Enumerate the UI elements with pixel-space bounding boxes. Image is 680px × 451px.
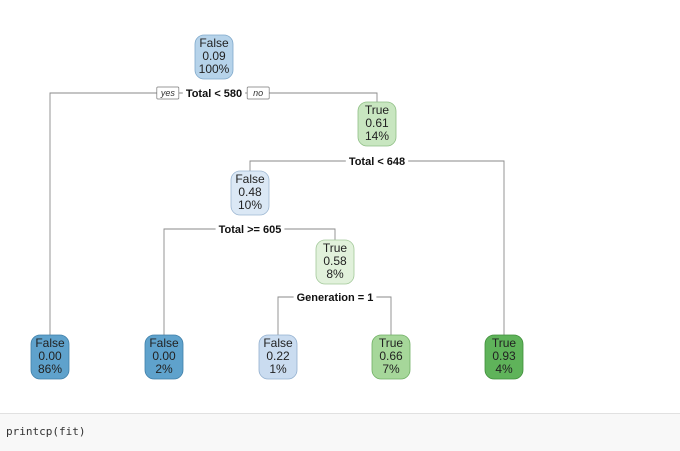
- split-label-bg: [293, 290, 377, 304]
- node-percent: 2%: [155, 362, 173, 376]
- node-percent: 8%: [326, 267, 344, 281]
- node-class-label: True: [492, 336, 517, 350]
- node-box: [315, 239, 355, 285]
- node-percent: 10%: [238, 198, 262, 212]
- no-label-box: [246, 86, 270, 100]
- node-class-label: True: [323, 241, 348, 255]
- node-probability: 0.00: [152, 349, 176, 363]
- edge-s_left2: [163, 228, 336, 335]
- node-probability: 0.66: [379, 349, 403, 363]
- node-percent: 100%: [199, 62, 230, 76]
- yes-label: yes: [160, 88, 176, 98]
- split-label-s_right1: Total < 648: [349, 156, 405, 168]
- yes-label-box: [156, 86, 180, 100]
- node-class-label: True: [365, 103, 390, 117]
- node-box: [194, 34, 234, 80]
- node-class-label: False: [235, 172, 265, 186]
- node-box: [30, 334, 70, 380]
- node-box: [484, 334, 524, 380]
- node-percent: 14%: [365, 129, 389, 143]
- tree-nodes: False0.09100%True0.6114%False0.4810%True…: [30, 34, 524, 380]
- node-percent: 86%: [38, 362, 62, 376]
- node-class-label: True: [379, 336, 404, 350]
- edge-s_right1: [249, 160, 505, 335]
- node-probability: 0.93: [492, 349, 516, 363]
- node-class-label: False: [199, 36, 229, 50]
- tree-edges: [49, 92, 505, 335]
- split-label-s_right3: Generation = 1: [297, 292, 374, 304]
- node-probability: 0.22: [266, 349, 290, 363]
- node-box: [258, 334, 298, 380]
- split-label-bg: [182, 86, 246, 100]
- code-cell[interactable]: printcp(fit): [0, 413, 680, 451]
- node-probability: 0.09: [202, 49, 226, 63]
- split-label-s_root: Total < 580: [186, 88, 242, 100]
- node-percent: 1%: [269, 362, 287, 376]
- no-label: no: [253, 88, 263, 98]
- split-label-s_left2: Total >= 605: [219, 224, 282, 236]
- node-probability: 0.58: [323, 254, 347, 268]
- node-percent: 7%: [382, 362, 400, 376]
- code-text: printcp(fit): [6, 425, 86, 438]
- split-label-bg: [215, 222, 285, 236]
- node-class-label: False: [35, 336, 65, 350]
- node-box: [144, 334, 184, 380]
- node-probability: 0.00: [38, 349, 62, 363]
- node-probability: 0.48: [238, 185, 262, 199]
- node-probability: 0.61: [365, 116, 389, 130]
- node-class-label: False: [263, 336, 293, 350]
- split-label-bg: [345, 154, 409, 168]
- node-percent: 4%: [495, 362, 513, 376]
- node-box: [371, 334, 411, 380]
- node-box: [357, 101, 397, 147]
- node-box: [230, 170, 270, 216]
- node-class-label: False: [149, 336, 179, 350]
